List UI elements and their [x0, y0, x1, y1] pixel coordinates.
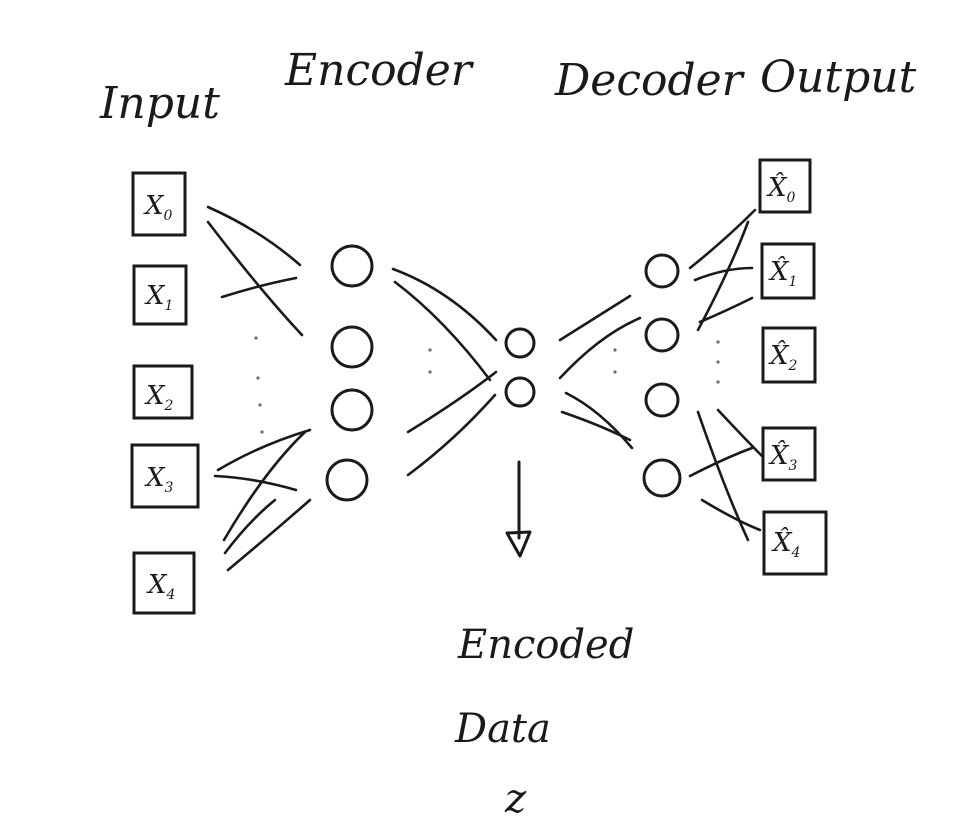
- latent-node-1: [504, 327, 536, 359]
- z-caption: z: [504, 776, 527, 822]
- latent-layer: [504, 327, 536, 408]
- svg-text:X0: X0: [143, 191, 173, 224]
- svg-text:X1: X1: [144, 281, 173, 314]
- latent-decoder-connections: [558, 294, 642, 450]
- input-encoder-connections: [206, 205, 312, 572]
- output-box-x2: X̂2: [761, 326, 817, 384]
- output-box-x3: X̂3: [761, 426, 817, 482]
- svg-text:X̂3: X̂3: [768, 440, 798, 474]
- input-box-x1: X1: [132, 264, 188, 326]
- input-box-x2: X2: [132, 364, 194, 420]
- decoder-heading: Decoder: [554, 55, 746, 106]
- decoder-output-connections: [688, 208, 765, 542]
- encoder-node-3: [330, 388, 374, 432]
- svg-text:X3: X3: [144, 463, 174, 496]
- output-box-x1: X̂1: [760, 242, 816, 300]
- svg-text:X̂1: X̂1: [768, 256, 797, 290]
- latent-node-2: [504, 376, 536, 408]
- encoder-node-1: [330, 244, 374, 288]
- decoder-node-1: [644, 253, 680, 289]
- down-arrow-icon: [505, 460, 532, 558]
- encoder-layer: [325, 244, 374, 502]
- output-heading: Output: [760, 52, 917, 103]
- encoder-node-2: [330, 325, 374, 369]
- decoder-node-2: [644, 317, 680, 353]
- data-caption: Data: [454, 706, 551, 752]
- encoder-heading: Encoder: [284, 45, 475, 96]
- input-heading: Input: [99, 78, 220, 129]
- decoder-node-3: [644, 382, 680, 418]
- output-box-x0: X̂0: [758, 158, 812, 214]
- input-box-x3: X3: [130, 443, 200, 509]
- encoded-caption: Encoded: [457, 622, 634, 668]
- input-box-x4: X4: [132, 551, 196, 615]
- encoder-node-4: [325, 458, 369, 502]
- svg-text:X2: X2: [144, 381, 174, 414]
- svg-text:X̂4: X̂4: [771, 527, 800, 561]
- encoder-latent-connections: [391, 267, 498, 477]
- ellipsis-dots: [254, 336, 720, 434]
- decoder-node-4: [642, 458, 682, 498]
- svg-text:X4: X4: [146, 570, 175, 603]
- decoder-layer: [642, 253, 682, 498]
- input-box-x0: X0: [131, 171, 187, 237]
- svg-text:X̂0: X̂0: [766, 172, 796, 206]
- output-box-x4: X̂4: [762, 510, 828, 576]
- svg-text:X̂2: X̂2: [768, 340, 798, 374]
